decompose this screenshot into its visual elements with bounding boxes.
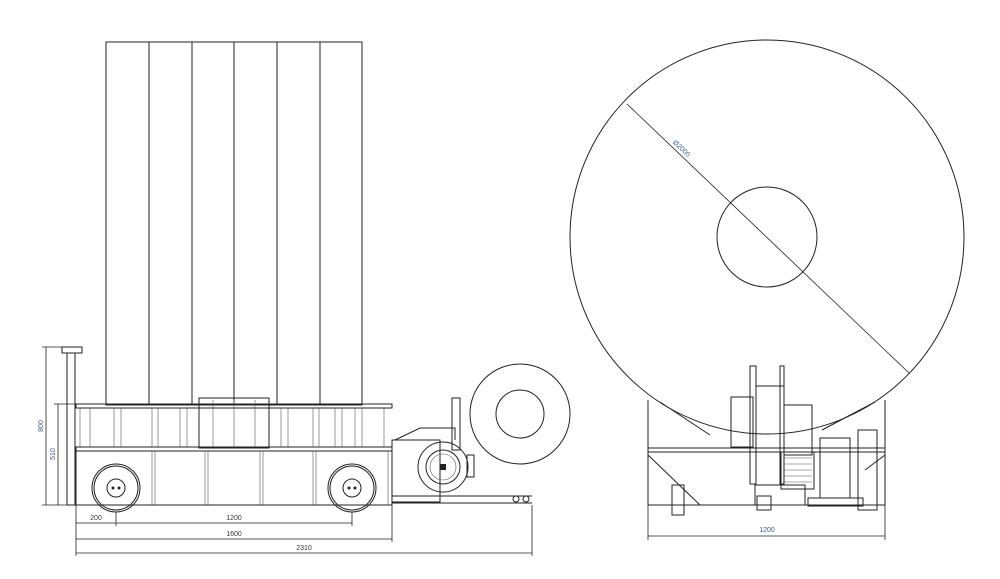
dim-frame-length: 1600 [226,531,242,538]
dim-height-frame: 510 [50,448,57,460]
dim-height-total: 800 [38,420,45,432]
front-dimensions [647,505,886,540]
side-dimensions [42,346,533,556]
post [61,346,83,506]
coil-stack-panels [105,41,363,406]
dim-overall-length: 2310 [296,545,312,552]
large-coil [569,39,965,435]
dim-wheel-base: 1200 [226,515,242,522]
side-view: 800 510 200 1200 1600 2310 [38,41,571,556]
dim-frame-width: 1200 [759,527,775,534]
front-view: Ø2000 [569,39,965,540]
dim-wheel-offset: 200 [90,515,102,522]
front-drive-unit [730,365,878,511]
small-coil [469,363,571,465]
wheel-left [91,463,141,513]
cradle-frame [75,397,393,506]
drive-unit [391,397,532,504]
